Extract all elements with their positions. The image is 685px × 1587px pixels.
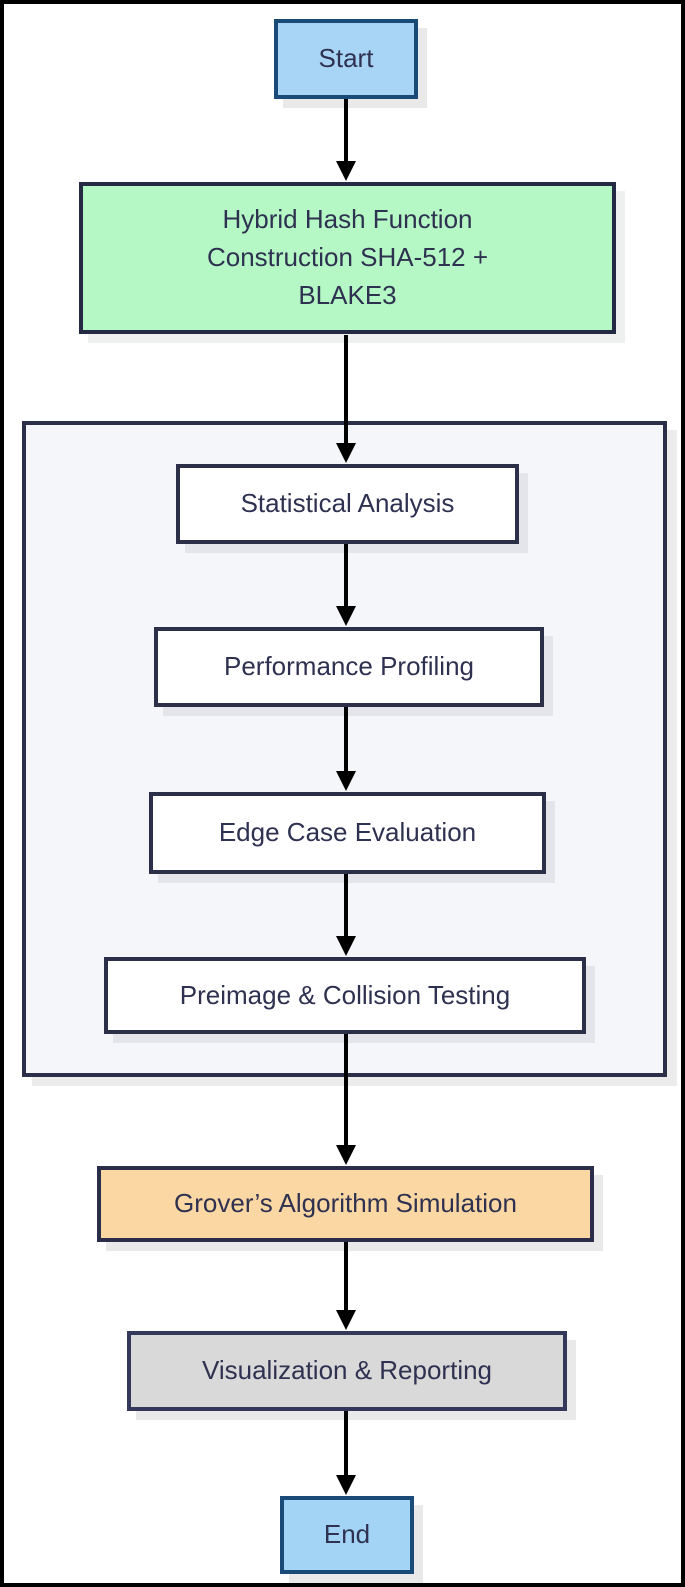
arrow-perf-to-edge (336, 707, 356, 791)
node-hybrid-hash-construction: Hybrid Hash Function Construction SHA-51… (79, 182, 616, 334)
node-end-label: End (323, 1519, 371, 1550)
node-edge-label: Edge Case Evaluation (218, 817, 477, 848)
arrow-shaft (344, 707, 348, 774)
arrow-shaft (344, 1411, 348, 1478)
node-performance-profiling: Performance Profiling (154, 627, 544, 707)
arrow-viz-to-end (336, 1411, 356, 1495)
node-hybrid-label: Hybrid Hash Function Construction SHA-51… (206, 204, 489, 310)
arrowhead-down-icon (336, 1145, 356, 1165)
arrow-shaft (344, 544, 348, 609)
arrowhead-down-icon (336, 1310, 356, 1330)
node-end: End (280, 1496, 414, 1574)
arrow-shaft (344, 1242, 348, 1313)
arrowhead-down-icon (336, 443, 356, 463)
arrow-start-to-hybrid (336, 99, 356, 181)
arrowhead-down-icon (336, 771, 356, 791)
node-grovers-algorithm-simulation: Grover’s Algorithm Simulation (97, 1166, 594, 1242)
node-stat-label: Statistical Analysis (240, 488, 455, 519)
arrow-shaft (344, 99, 348, 164)
node-perf-label: Performance Profiling (224, 651, 474, 682)
arrow-shaft (344, 1034, 348, 1148)
arrow-shaft (344, 335, 348, 446)
node-statistical-analysis: Statistical Analysis (176, 464, 519, 544)
node-start: Start (274, 19, 418, 99)
arrow-stat-to-perf (336, 544, 356, 626)
node-viz-label: Visualization & Reporting (201, 1355, 493, 1386)
node-start-label: Start (318, 43, 374, 74)
node-grover-label: Grover’s Algorithm Simulation (174, 1188, 517, 1219)
node-preimage-label: Preimage & Collision Testing (179, 979, 511, 1010)
node-visualization-reporting: Visualization & Reporting (127, 1331, 567, 1411)
node-preimage-collision-testing: Preimage & Collision Testing (104, 957, 586, 1034)
arrowhead-down-icon (336, 936, 356, 956)
arrow-preimage-to-grover (336, 1034, 356, 1165)
arrow-edge-to-preimage (336, 874, 356, 956)
arrow-shaft (344, 874, 348, 939)
arrow-grover-to-viz (336, 1242, 356, 1330)
arrowhead-down-icon (336, 1475, 356, 1495)
arrow-hybrid-to-stat (336, 335, 356, 463)
node-edge-case-evaluation: Edge Case Evaluation (149, 792, 546, 874)
arrowhead-down-icon (336, 161, 356, 181)
arrowhead-down-icon (336, 606, 356, 626)
